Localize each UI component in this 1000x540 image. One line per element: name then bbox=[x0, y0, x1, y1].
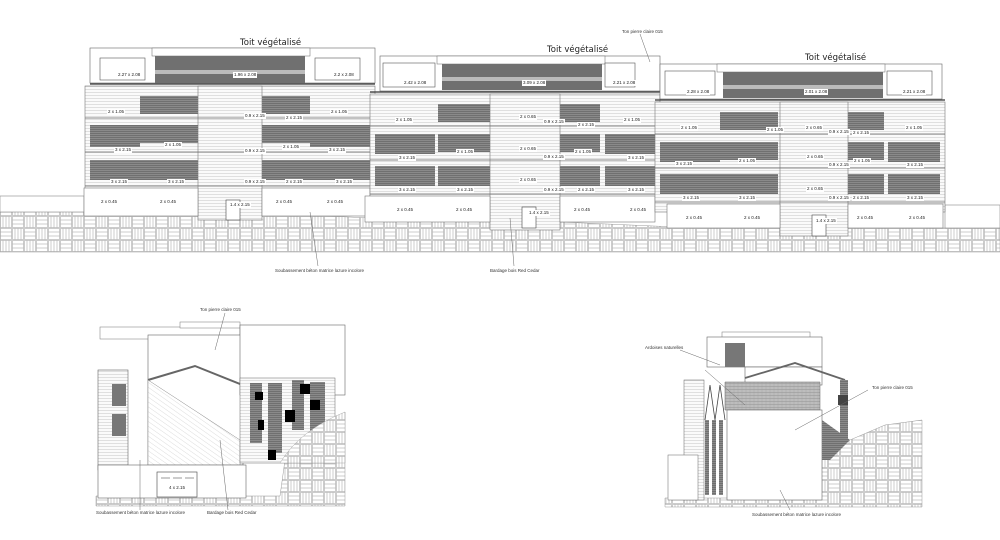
opening-dimension: 2 x 0.45 bbox=[275, 199, 294, 205]
opening-dimension: 2 x 1.05 bbox=[905, 125, 924, 131]
callout-concrete-base-left: Soubassement béton matrice lazure incolo… bbox=[96, 510, 186, 515]
opening-dimension: 3 x 2.15 bbox=[627, 155, 646, 161]
opening-dimension: 3 x 2.15 bbox=[335, 179, 354, 185]
opening-dimension: 3 x 2.15 bbox=[906, 195, 925, 201]
opening-dimension: 3 x 2.15 bbox=[114, 147, 133, 153]
opening-dimension: 2 x 0.45 bbox=[908, 215, 927, 221]
opening-dimension: 3 x 2.15 bbox=[167, 179, 186, 185]
opening-dimension: 2.01 x 2.08 bbox=[804, 89, 829, 95]
left-side-elevation bbox=[95, 312, 346, 511]
opening-dimension: 3 x 2.15 bbox=[110, 179, 129, 185]
opening-dimension: 2 x 0.45 bbox=[685, 215, 704, 221]
roof-label-green-roof-b: Toit végétalisé bbox=[547, 45, 609, 55]
roof-label-green-roof-a: Toit végétalisé bbox=[240, 38, 302, 48]
opening-dimension: 3 x 2.15 bbox=[456, 187, 475, 193]
opening-dimension: 2 x 1.05 bbox=[395, 117, 414, 123]
opening-dimension: 2 x 0.45 bbox=[573, 207, 592, 213]
callout-natural-slate: Ardoises naturelles bbox=[645, 345, 684, 350]
opening-dimension: 2 x 0.45 bbox=[629, 207, 648, 213]
building-b bbox=[364, 55, 661, 231]
opening-dimension: 2 x 2.15 bbox=[285, 115, 304, 121]
callout-concrete-base: Soubassement béton matrice lazure incolo… bbox=[275, 268, 365, 273]
building-a bbox=[83, 47, 376, 221]
opening-dimension: 2 x 2.15 bbox=[577, 187, 596, 193]
opening-dimension: 3 x 2.15 bbox=[398, 155, 417, 161]
opening-dimension: 2 x 1.05 bbox=[107, 109, 126, 115]
opening-dimension: 2 x 2.15 bbox=[852, 130, 871, 136]
opening-dimension: 0.9 x 2.15 bbox=[543, 154, 565, 160]
opening-dimension: 2 x 0.65 bbox=[806, 186, 825, 192]
opening-dimension: 2.2 x 2.08 bbox=[333, 72, 355, 78]
opening-dimension: 0.9 x 2.15 bbox=[828, 195, 850, 201]
callout-red-cedar-left: Bardage bois Red Cedar bbox=[207, 510, 257, 515]
opening-dimension: 2.27 x 2.08 bbox=[117, 72, 142, 78]
building-c bbox=[654, 63, 946, 237]
opening-dimension: 2 x 2.15 bbox=[852, 195, 871, 201]
opening-dimension: 1.4 x 2.15 bbox=[815, 218, 837, 224]
opening-dimension: 2 x 0.45 bbox=[326, 199, 345, 205]
opening-dimension: 2.42 x 2.08 bbox=[403, 80, 428, 86]
opening-dimension: 2.21 x 2.08 bbox=[902, 89, 927, 95]
opening-dimension: 2 x 0.45 bbox=[743, 215, 762, 221]
opening-dimension: 2 x 0.45 bbox=[455, 207, 474, 213]
opening-dimension: 2 x 0.45 bbox=[396, 207, 415, 213]
opening-dimension: 2 x 0.45 bbox=[856, 215, 875, 221]
opening-dimension: 2 x 0.45 bbox=[159, 199, 178, 205]
opening-dimension: 2 x 1.05 bbox=[456, 149, 475, 155]
opening-dimension: 2 x 1.05 bbox=[853, 158, 872, 164]
callout-concrete-base-right: Soubassement béton matrice lazure incolo… bbox=[752, 512, 842, 517]
opening-dimension: 3.09 x 2.08 bbox=[522, 80, 547, 86]
opening-dimension: 0.9 x 2.15 bbox=[828, 162, 850, 168]
opening-dimension: 2 x 1.05 bbox=[680, 125, 699, 131]
opening-dimension: 2 x 0.65 bbox=[519, 177, 538, 183]
opening-dimension: 1.4 x 2.15 bbox=[528, 210, 550, 216]
opening-dimension: 3 x 2.15 bbox=[682, 195, 701, 201]
callout-stone-color-right: Ton pierre claire 015 bbox=[872, 385, 913, 390]
opening-dimension: 3 x 2.15 bbox=[398, 187, 417, 193]
opening-dimension: 2 x 1.05 bbox=[766, 127, 785, 133]
opening-dimension: 2 x 0.65 bbox=[519, 114, 538, 120]
roof-label-green-roof-c: Toit végétalisé bbox=[805, 53, 867, 63]
opening-dimension: 0.9 x 2.15 bbox=[543, 119, 565, 125]
opening-dimension: 2 x 0.45 bbox=[100, 199, 119, 205]
opening-dimension: 2 x 0.65 bbox=[519, 146, 538, 152]
opening-dimension: 3 x 2.15 bbox=[328, 147, 347, 153]
opening-dimension: 3 x 2.15 bbox=[906, 162, 925, 168]
opening-dimension: 2 x 1.05 bbox=[738, 158, 757, 164]
callout-stone-color: Ton pierre claire 015 bbox=[622, 29, 663, 34]
opening-dimension: 2.21 x 2.08 bbox=[612, 80, 637, 86]
opening-dimension: 2 x 0.65 bbox=[805, 125, 824, 131]
garage-door-dimension: 4 x 2.15 bbox=[168, 485, 187, 491]
opening-dimension: 0.9 x 2.15 bbox=[244, 148, 266, 154]
callout-red-cedar-cladding: Bardage bois Red Cedar bbox=[490, 268, 540, 273]
opening-dimension: 1.4 x 2.15 bbox=[229, 202, 251, 208]
opening-dimension: 2 x 1.05 bbox=[164, 142, 183, 148]
opening-dimension: 2.28 x 2.08 bbox=[686, 89, 711, 95]
callout-stone-color-left: Ton pierre claire 015 bbox=[200, 307, 241, 312]
opening-dimension: 3 x 2.15 bbox=[675, 161, 694, 167]
opening-dimension: 1.96 x 2.08 bbox=[233, 72, 258, 78]
opening-dimension: 2 x 1.05 bbox=[282, 144, 301, 150]
opening-dimension: 2 x 1.05 bbox=[623, 117, 642, 123]
opening-dimension: 2 x 1.05 bbox=[330, 109, 349, 115]
main-elevation bbox=[0, 33, 1000, 267]
opening-dimension: 2 x 1.05 bbox=[574, 149, 593, 155]
opening-dimension: 0.9 x 2.15 bbox=[244, 113, 266, 119]
opening-dimension: 3 x 2.15 bbox=[738, 195, 757, 201]
right-side-elevation bbox=[664, 331, 923, 511]
opening-dimension: 0.9 x 2.15 bbox=[244, 179, 266, 185]
opening-dimension: 0.9 x 2.15 bbox=[828, 129, 850, 135]
opening-dimension: 2 x 2.15 bbox=[577, 122, 596, 128]
opening-dimension: 2 x 0.65 bbox=[806, 154, 825, 160]
opening-dimension: 0.9 x 2.15 bbox=[543, 187, 565, 193]
opening-dimension: 2 x 2.15 bbox=[285, 179, 304, 185]
opening-dimension: 3 x 2.15 bbox=[627, 187, 646, 193]
